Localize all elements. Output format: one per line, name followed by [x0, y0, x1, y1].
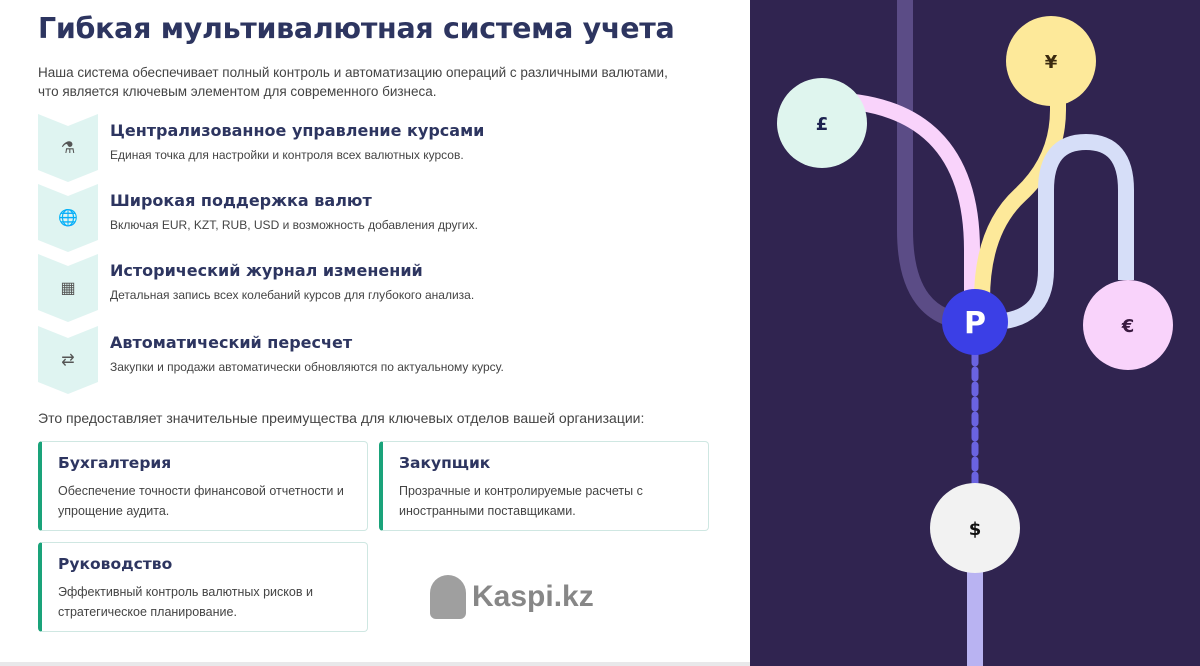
feature-title: Широкая поддержка валют — [110, 191, 372, 210]
feature-desc: Единая точка для настройки и контроля вс… — [110, 148, 464, 162]
pound-icon: £ — [816, 114, 829, 135]
euro-icon: € — [1121, 316, 1135, 337]
yen-icon: ¥ — [1045, 52, 1058, 73]
currency-flow-graphic: £ ¥ € $ P — [777, 0, 1173, 666]
chevron-marker: ⚗ — [38, 114, 98, 182]
feature-item: ⇄ Автоматический пересчет Закупки и прод… — [38, 326, 718, 394]
hub-logo-icon: P — [964, 306, 986, 341]
dollar-node — [930, 483, 1020, 573]
watermark-figure-icon — [430, 575, 466, 619]
card-desc: Обеспечение точности финансовой отчетнос… — [58, 484, 344, 518]
card-title: Закупщик — [399, 454, 491, 472]
hub-node — [942, 289, 1008, 355]
pound-node — [777, 78, 867, 168]
card-accounting: Бухгалтерия Обеспечение точности финансо… — [38, 441, 368, 531]
watermark-text: Kaspi.kz — [472, 580, 594, 613]
feature-title: Автоматический пересчет — [110, 333, 353, 352]
calendar-icon: ▦ — [60, 280, 76, 297]
dollar-icon: $ — [969, 519, 982, 540]
flask-icon: ⚗ — [60, 140, 76, 157]
page-title: Гибкая мультивалютная система учета — [38, 12, 675, 45]
euro-path — [989, 133, 1134, 330]
card-desc: Эффективный контроль валютных рисков и с… — [58, 585, 313, 619]
card-management: Руководство Эффективный контроль валютны… — [38, 542, 368, 632]
card-title: Бухгалтерия — [58, 454, 172, 472]
yen-path — [974, 80, 1066, 301]
feature-item: 🌐 Широкая поддержка валют Включая EUR, K… — [38, 184, 718, 252]
chevron-marker: 🌐 — [38, 184, 98, 252]
chevron-marker: ▦ — [38, 254, 98, 322]
feature-title: Исторический журнал изменений — [110, 261, 423, 280]
card-purchaser: Закупщик Прозрачные и контролируемые рас… — [379, 441, 709, 531]
feature-desc: Закупки и продажи автоматически обновляю… — [110, 360, 504, 374]
feature-title: Централизованное управление курсами — [110, 121, 485, 140]
watermark-logo: Kaspi.kz — [430, 575, 594, 619]
feature-desc: Детальная запись всех колебаний курсов д… — [110, 288, 475, 302]
card-desc: Прозрачные и контролируемые расчеты с ин… — [399, 484, 643, 518]
yen-node — [1006, 16, 1096, 106]
feature-item: ▦ Исторический журнал изменений Детальна… — [38, 254, 718, 322]
euro-node — [1083, 280, 1173, 370]
content-panel: Гибкая мультивалютная система учета Наша… — [38, 12, 718, 632]
card-title: Руководство — [58, 555, 173, 573]
feature-item: ⚗ Централизованное управление курсами Ед… — [38, 114, 718, 182]
currency-illustration: £ ¥ € $ P — [750, 0, 1200, 666]
chevron-marker: ⇄ — [38, 326, 98, 394]
feature-desc: Включая EUR, KZT, RUB, USD и возможность… — [110, 218, 478, 232]
intro-text: Наша система обеспечивает полный контрол… — [38, 65, 668, 99]
globe-icon: 🌐 — [58, 210, 78, 227]
divider — [0, 662, 750, 666]
benefit-text: Это предоставляет значительные преимущес… — [38, 410, 645, 426]
refresh-icon: ⇄ — [61, 352, 75, 369]
